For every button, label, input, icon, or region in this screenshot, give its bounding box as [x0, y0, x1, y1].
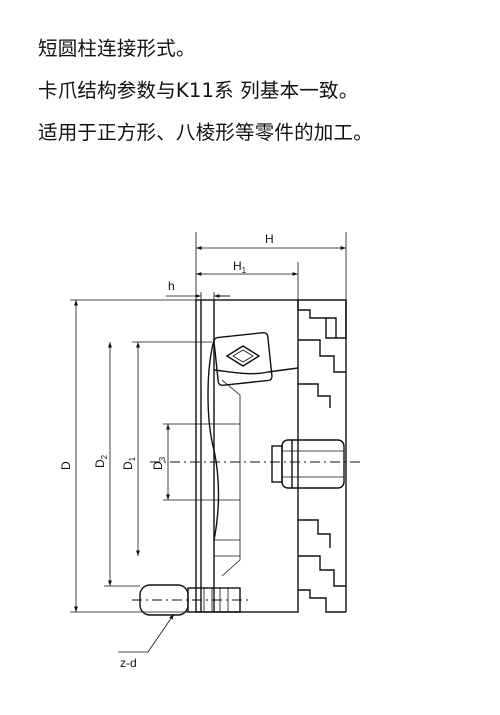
label-H: H [265, 232, 274, 246]
description-line-1: 短圆柱连接形式。 [38, 37, 196, 60]
label-D3: D3 [151, 456, 167, 470]
label-D: D [59, 461, 73, 470]
label-h: h [168, 279, 175, 293]
description-line-2: 卡爪结构参数与K11系 列基本一致。 [38, 79, 359, 102]
label-z-d: z-d [120, 656, 137, 670]
chuck-body [195, 299, 299, 613]
description-line-3: 适用于正方形、八棱形等零件的加工。 [38, 121, 373, 144]
adjusting-screw [271, 439, 345, 489]
dimension-lines [74, 246, 346, 653]
jaw-steps [297, 299, 347, 613]
extension-lines [70, 232, 347, 613]
description-text: 短圆柱连接形式。 卡爪结构参数与K11系 列基本一致。 适用于正方形、八棱形等零… [38, 28, 488, 154]
label-D1: D1 [121, 456, 137, 470]
label-D2: D2 [93, 454, 109, 468]
label-H1: H1 [233, 259, 247, 275]
key-socket [213, 332, 273, 386]
